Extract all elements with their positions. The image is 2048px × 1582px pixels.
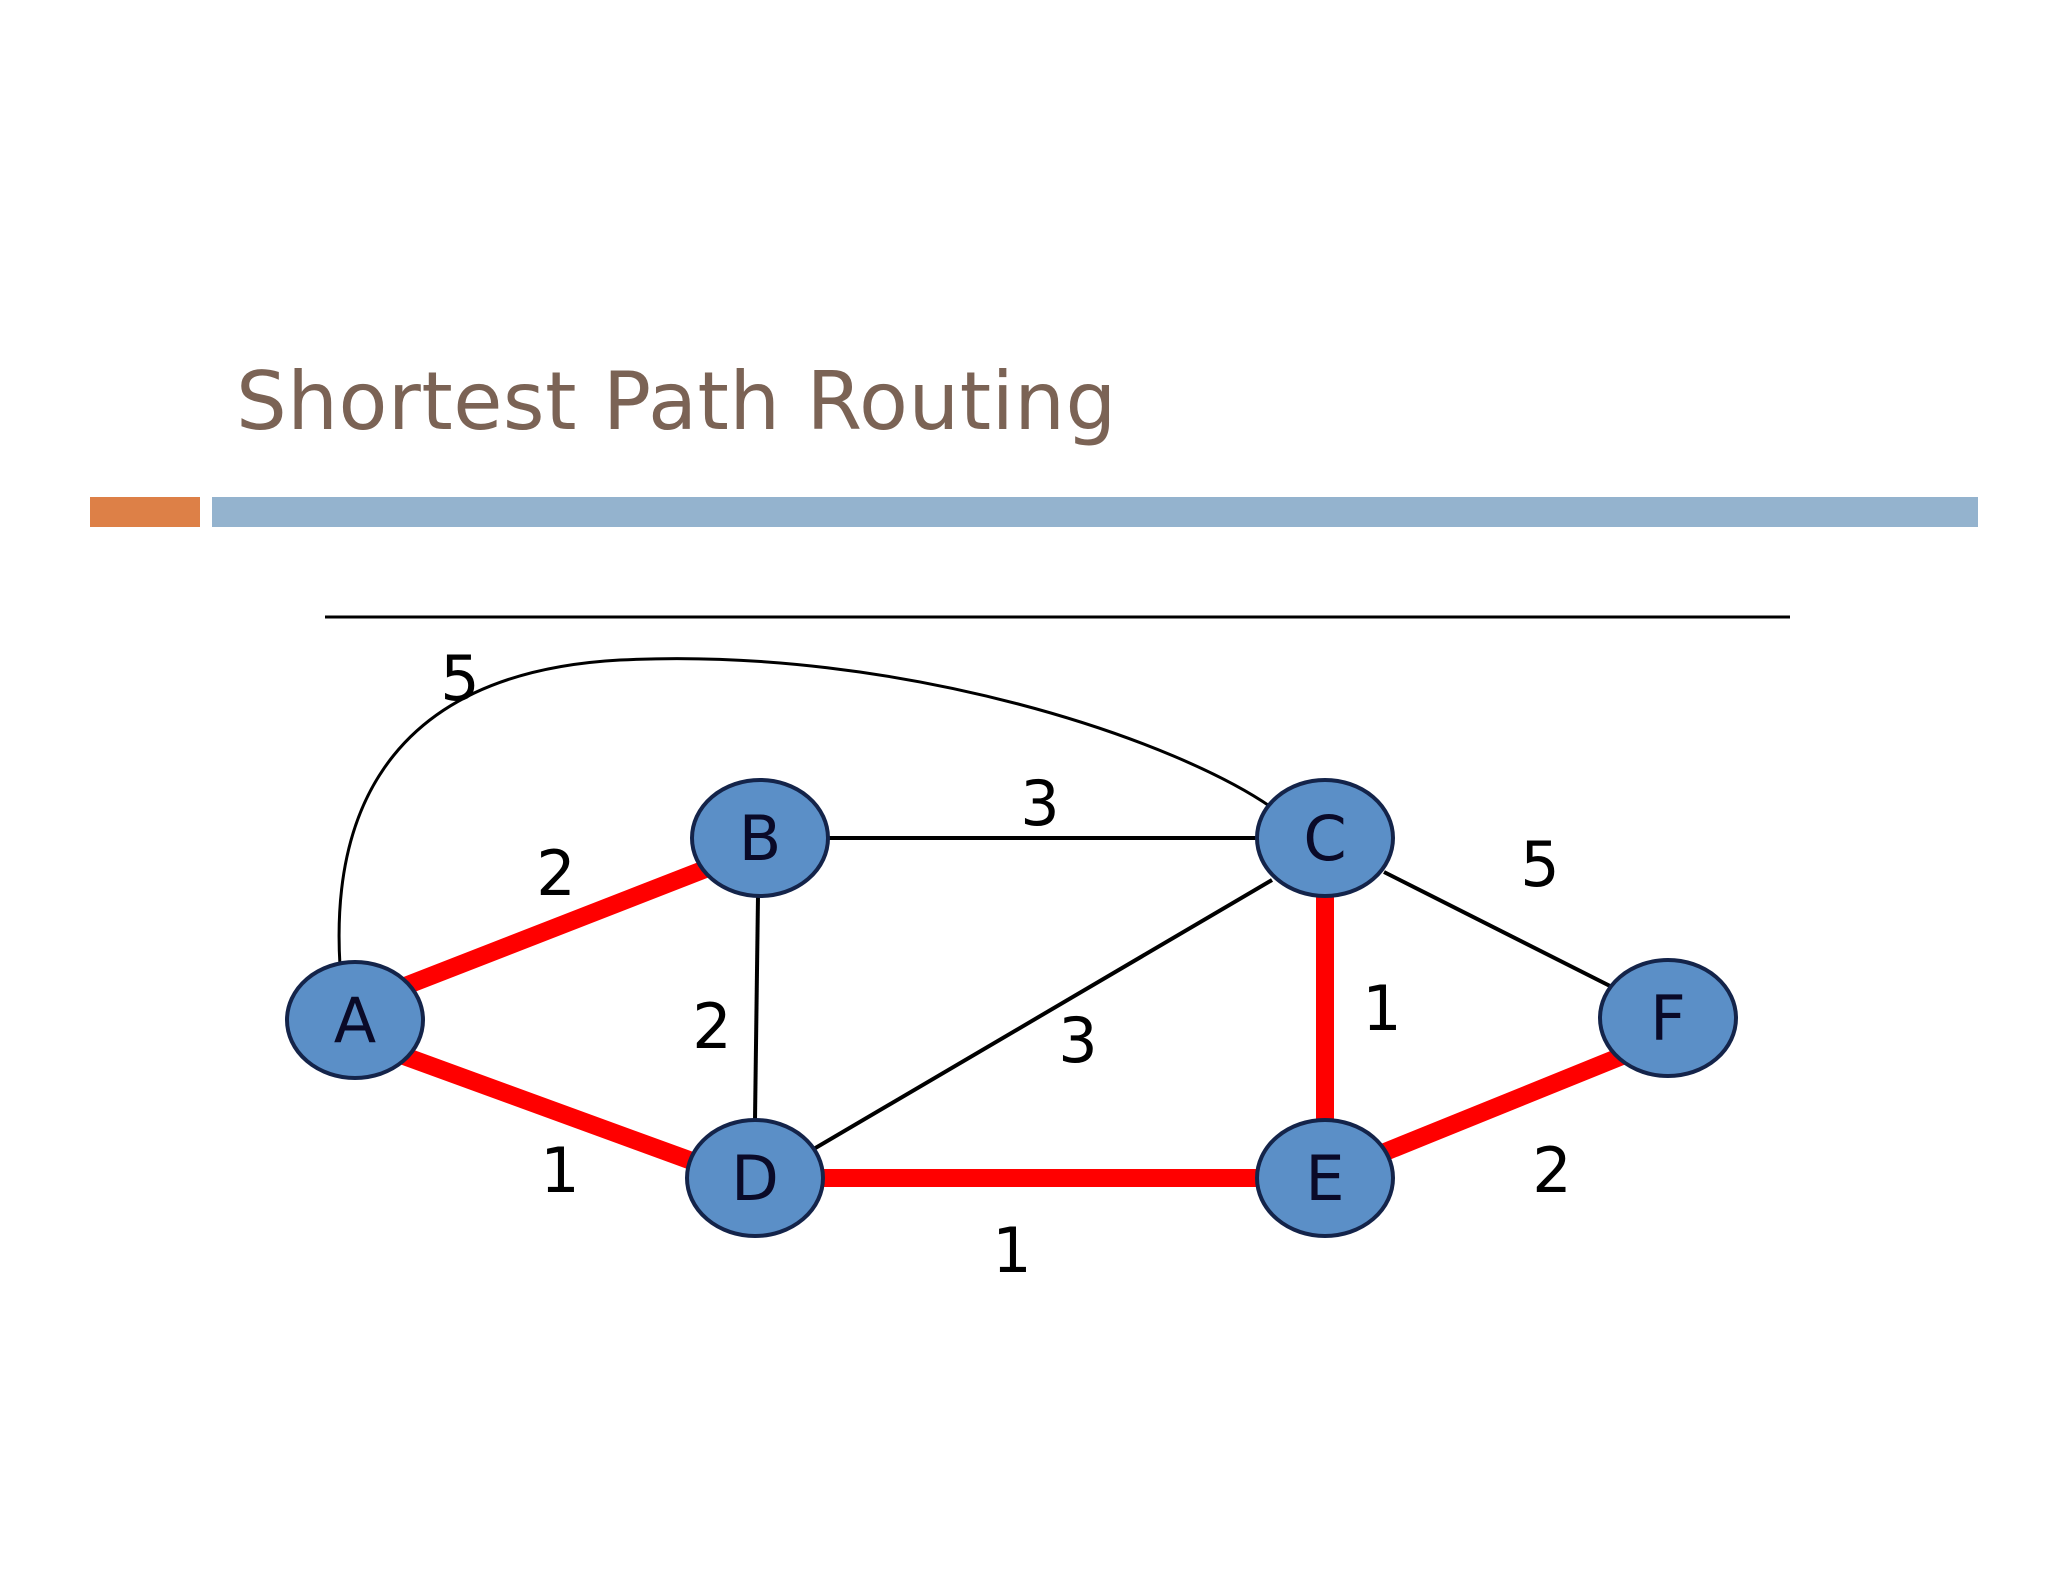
edge-d-c bbox=[810, 878, 1274, 1152]
node-b[interactable]: B bbox=[690, 778, 830, 898]
edge-c-f bbox=[1383, 870, 1615, 990]
edge-a-b-highlighted bbox=[396, 859, 712, 997]
node-c-circle[interactable] bbox=[1255, 778, 1395, 898]
edge-weight-a-c: 5 bbox=[440, 642, 479, 715]
node-a-circle[interactable] bbox=[285, 960, 425, 1080]
page-title: Shortest Path Routing bbox=[236, 355, 1117, 448]
node-a-label: A bbox=[334, 984, 376, 1057]
edge-weight-b-d: 2 bbox=[692, 990, 731, 1063]
slide-header: Shortest Path Routing bbox=[0, 0, 2048, 560]
node-f-circle[interactable] bbox=[1598, 958, 1738, 1078]
edge-a-c bbox=[337, 657, 1279, 967]
edge-weight-d-e: 1 bbox=[992, 1214, 1031, 1287]
node-f[interactable]: F bbox=[1598, 958, 1738, 1078]
title-divider-accent-block bbox=[90, 497, 200, 527]
title-divider bbox=[90, 497, 1978, 527]
title-divider-bar bbox=[212, 497, 1978, 527]
node-a[interactable]: A bbox=[285, 960, 425, 1080]
node-c[interactable]: C bbox=[1255, 778, 1395, 898]
node-e[interactable]: E bbox=[1255, 1118, 1395, 1238]
edge-a-d-highlighted bbox=[400, 1047, 704, 1173]
edge-weight-b-c: 3 bbox=[1020, 767, 1059, 840]
node-c-label: C bbox=[1303, 802, 1346, 875]
node-f-label: F bbox=[1650, 982, 1686, 1055]
node-b-label: B bbox=[739, 802, 782, 875]
node-d-label: D bbox=[731, 1142, 779, 1215]
edge-weight-e-f: 2 bbox=[1532, 1134, 1571, 1207]
edge-weight-c-e: 1 bbox=[1362, 972, 1401, 1045]
node-b-circle[interactable] bbox=[690, 778, 830, 898]
edge-weight-a-b: 2 bbox=[536, 837, 575, 910]
edge-b-d bbox=[753, 895, 760, 1121]
node-e-label: E bbox=[1305, 1142, 1344, 1215]
edge-e-f-highlighted bbox=[1376, 1047, 1626, 1163]
edge-weight-c-f: 5 bbox=[1520, 828, 1559, 901]
node-d[interactable]: D bbox=[685, 1118, 825, 1238]
node-d-circle[interactable] bbox=[685, 1118, 825, 1238]
edge-weight-d-c: 3 bbox=[1058, 1004, 1097, 1077]
edge-weight-a-d: 1 bbox=[540, 1134, 579, 1207]
node-e-circle[interactable] bbox=[1255, 1118, 1395, 1238]
